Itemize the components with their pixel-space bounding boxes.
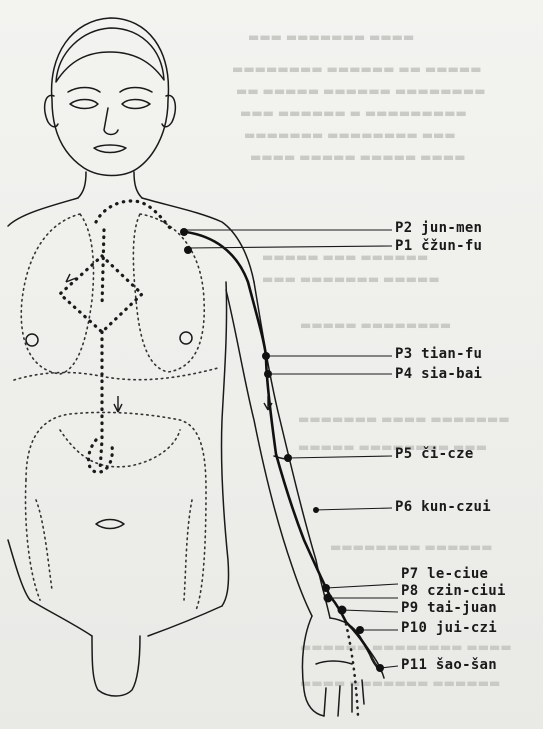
left-nipple <box>26 334 38 346</box>
label-p5: P5 či-cze <box>395 446 474 462</box>
viscera-outlines <box>14 214 218 610</box>
arm-inner <box>226 290 312 616</box>
arrow-torso-left <box>66 274 76 282</box>
point-p2 <box>180 228 188 236</box>
point-p11 <box>376 664 384 672</box>
right-shoulder <box>142 198 254 282</box>
lung-left-outline <box>21 214 93 374</box>
label-p4: P4 sia-bai <box>395 366 482 382</box>
stomach-outline <box>60 430 180 467</box>
mouth <box>94 145 126 153</box>
left-torso-side <box>8 540 30 600</box>
descending-line <box>102 230 104 306</box>
palm-crease <box>316 661 352 664</box>
genitals <box>92 636 140 696</box>
point-p10 <box>356 626 364 634</box>
right-eyebrow <box>120 88 152 93</box>
central-descending <box>100 332 102 470</box>
label-p10: P10 jui-czi <box>401 620 497 636</box>
label-p7: P7 le-ciue <box>401 566 488 582</box>
hand-outline <box>302 616 384 716</box>
point-p4 <box>264 370 272 378</box>
point-p8 <box>324 594 333 603</box>
clavicle-loop <box>96 201 170 228</box>
leader-p5 <box>288 456 392 458</box>
hair-line <box>56 28 164 82</box>
internal-meridian-path <box>60 201 170 472</box>
right-torso-side <box>221 282 228 606</box>
label-p2: P2 jun-men <box>395 220 482 236</box>
label-p11: P11 šao-šan <box>401 657 497 673</box>
label-p9: P9 tai-juan <box>401 600 497 616</box>
point-p5 <box>284 454 292 462</box>
leader-p7 <box>326 584 398 588</box>
point-p9 <box>338 606 347 615</box>
point-p7 <box>322 584 330 592</box>
intestine-left <box>36 500 52 590</box>
left-eyebrow <box>68 88 100 93</box>
flow-arrows <box>66 274 272 412</box>
neck-left <box>78 172 86 198</box>
leader-p1 <box>188 246 392 248</box>
label-p3: P3 tian-fu <box>395 346 482 362</box>
label-p6: P6 kun-czui <box>395 499 491 515</box>
label-p1: P1 čžun-fu <box>395 238 482 254</box>
lung-meridian-line <box>186 232 380 670</box>
groin-left <box>30 600 92 636</box>
label-p8: P8 czin-ciui <box>401 583 506 599</box>
finger-lines <box>324 680 364 716</box>
lung-right-outline <box>133 214 204 372</box>
left-shoulder <box>8 198 78 226</box>
right-nipple <box>180 332 192 344</box>
groin-right <box>148 606 222 636</box>
point-p3 <box>262 352 270 360</box>
right-eye <box>122 100 150 109</box>
acupuncture-points <box>180 228 384 672</box>
nose <box>104 108 118 135</box>
point-p1 <box>184 246 192 254</box>
colon-outline <box>26 412 206 610</box>
arrow-abdomen <box>114 396 122 412</box>
leader-p9 <box>342 610 398 612</box>
leader-lines <box>184 230 398 668</box>
leader-p6 <box>314 508 392 510</box>
point-p6 <box>313 507 319 513</box>
neck-right <box>134 172 142 198</box>
left-eye <box>70 100 98 109</box>
navel <box>96 520 124 529</box>
intestine-right <box>184 500 192 600</box>
